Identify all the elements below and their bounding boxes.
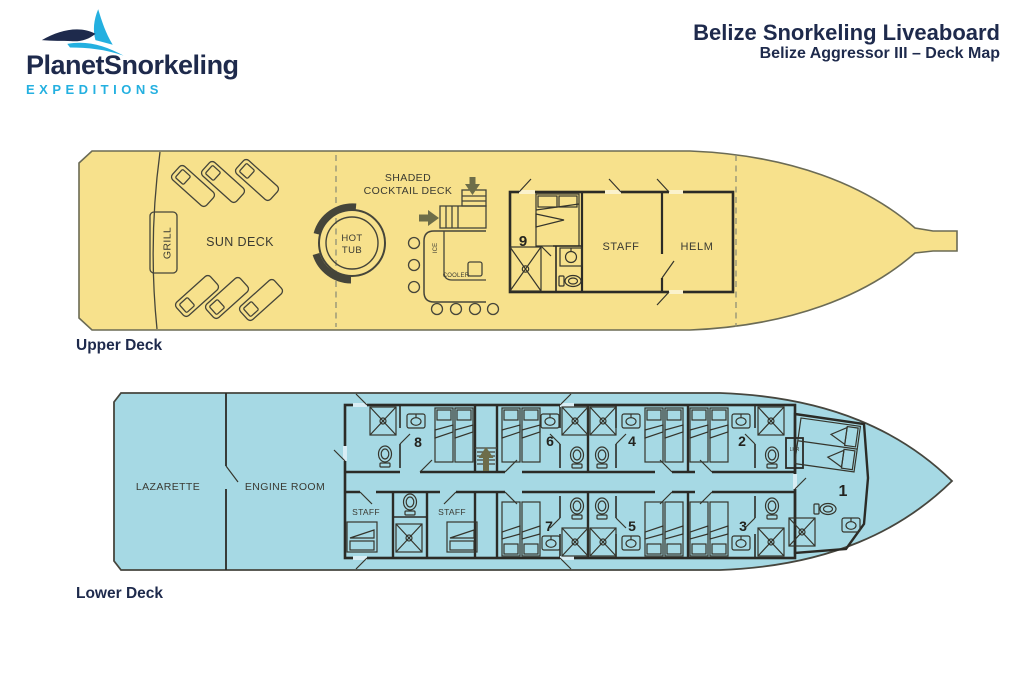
page-titles: Belize Snorkeling Liveaboard Belize Aggr… (693, 20, 1000, 63)
cabin9-partitions (553, 245, 582, 292)
label-staff-upper: STAFF (602, 241, 639, 253)
cabin-number-3: 3 (739, 518, 747, 534)
bar-counter (423, 230, 486, 303)
sail-shape (93, 9, 113, 45)
label-staff-stbd: STAFF (438, 507, 466, 517)
lower-deck-caption: Lower Deck (76, 585, 164, 602)
label-staff-port: STAFF (352, 507, 380, 517)
cabin9-sink (559, 247, 583, 267)
label-shaded: SHADED (385, 172, 431, 184)
stairs-down-arrow-icon (465, 177, 480, 195)
cabin-number-7: 7 (545, 518, 553, 534)
label-lkr: LKR (790, 447, 800, 453)
lower-deck-plan: LAZARETTE ENGINE ROOM (113, 392, 954, 571)
brand-tagline: EXPEDITIONS (26, 82, 163, 97)
stairs-up-arrow-icon (478, 447, 494, 471)
label-hot: HOT (341, 233, 362, 244)
upper-deck-caption: Upper Deck (76, 337, 163, 354)
lazarette-door-leaf (225, 465, 239, 483)
stern-curve (152, 151, 161, 330)
label-lazarette: LAZARETTE (136, 481, 200, 493)
cabin1-beds (793, 417, 862, 473)
lower-door-leaves (333, 393, 807, 570)
wave-shape (67, 42, 124, 56)
hot-tub (312, 203, 386, 284)
cabin9-shower (509, 246, 542, 292)
cabin-number-9: 9 (519, 233, 527, 250)
logo: PlanetSnorkeling EXPEDITIONS (26, 8, 239, 97)
cabin-number-6: 6 (546, 433, 554, 449)
cabin1-outline (793, 412, 870, 555)
stairs-icon (439, 189, 487, 229)
cabin-number-5: 5 (628, 518, 636, 534)
upper-hull (78, 150, 958, 331)
upper-inner-walls (580, 192, 664, 292)
page-subtitle: Belize Aggressor III – Deck Map (759, 45, 1000, 63)
logo-bird-icon (41, 9, 124, 56)
label-tub: TUB (342, 245, 362, 256)
page-title: Belize Snorkeling Liveaboard (693, 20, 1000, 45)
bird-shape (41, 29, 96, 42)
upper-door-leaves (518, 178, 675, 306)
label-helm: HELM (681, 241, 714, 253)
upper-deck-plan: GRILL SUN DECK HOT TUB SHADED (78, 150, 958, 331)
grill-box (149, 211, 178, 274)
label-cooler: COOLER (443, 273, 470, 279)
lower-hull (113, 392, 954, 571)
cabin-number-8: 8 (414, 434, 422, 450)
label-sun-deck: SUN DECK (206, 235, 274, 249)
upper-cabin-block (508, 190, 735, 294)
label-ice: ICE (433, 243, 439, 254)
cabin-walls (391, 405, 690, 558)
cabin-number-1: 1 (839, 483, 848, 500)
cabin-number-2: 2 (738, 433, 746, 449)
stairs-enter-arrow-icon (419, 210, 439, 226)
label-engine-room: ENGINE ROOM (245, 481, 325, 493)
label-cocktail-deck: COCKTAIL DECK (364, 185, 453, 197)
label-grill: GRILL (161, 227, 173, 259)
cooler-box (467, 261, 483, 277)
cabin-number-4: 4 (628, 433, 636, 449)
brand-name: PlanetSnorkeling (26, 50, 239, 80)
locker-box (785, 437, 804, 469)
